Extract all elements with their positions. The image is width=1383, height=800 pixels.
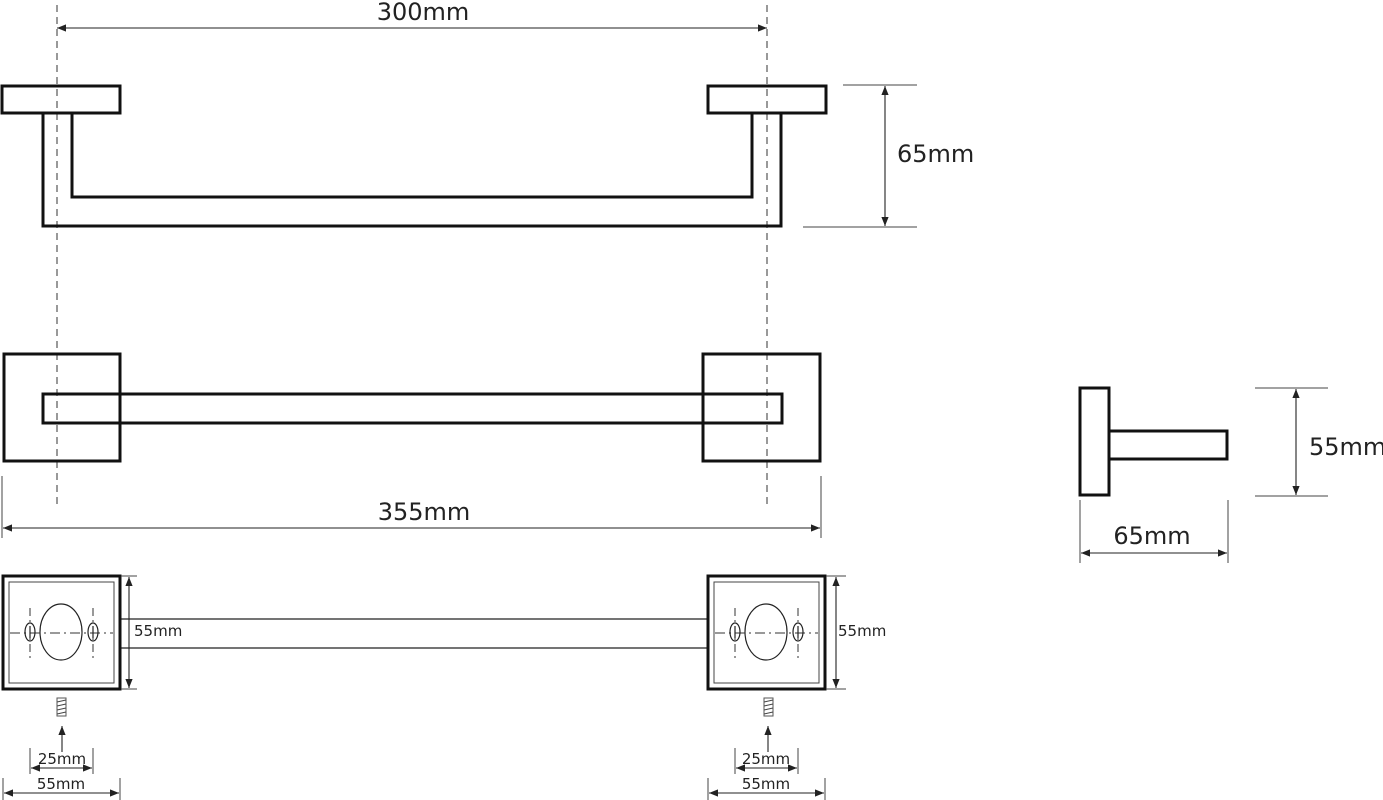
dimension-right-plate-55: 55mm xyxy=(826,575,886,690)
dimension-left-55: 55mm xyxy=(2,775,121,800)
dimension-bottom-bar-55-label: 55mm xyxy=(134,622,182,640)
dimension-left-25-label: 25mm xyxy=(38,750,86,768)
dimension-355-label: 355mm xyxy=(378,498,471,526)
left-mounting-plate xyxy=(1,574,122,691)
dimension-right-25-label: 25mm xyxy=(742,750,790,768)
dimension-300: 300mm xyxy=(57,0,767,32)
right-screw xyxy=(763,697,774,752)
side-view xyxy=(1078,386,1229,497)
dimension-65-depth-label: 65mm xyxy=(897,140,974,168)
dimension-bottom-bar-55: 55mm xyxy=(121,575,182,690)
dimension-300-label: 300mm xyxy=(377,0,470,26)
dimension-355: 355mm xyxy=(1,476,822,538)
dimension-right-25: 25mm xyxy=(734,748,799,774)
centerlines xyxy=(56,5,768,508)
bottom-view xyxy=(1,574,827,691)
dimension-left-55-label: 55mm xyxy=(37,775,85,793)
dimension-side-55-label: 55mm xyxy=(1309,433,1383,461)
dimension-right-plate-55-label: 55mm xyxy=(838,622,886,640)
dimension-side-55: 55mm xyxy=(1255,387,1383,497)
dimension-side-65: 65mm xyxy=(1079,500,1229,563)
dimension-right-55-label: 55mm xyxy=(742,775,790,793)
front-view-bar xyxy=(2,352,822,463)
dimension-65-depth: 65mm xyxy=(803,84,974,228)
dimension-left-25: 25mm xyxy=(29,748,94,774)
dimension-right-55: 55mm xyxy=(707,775,826,800)
left-screw xyxy=(56,697,67,752)
right-mounting-plate xyxy=(706,574,827,691)
top-view-bar xyxy=(0,84,828,228)
dimension-side-65-label: 65mm xyxy=(1113,522,1190,550)
